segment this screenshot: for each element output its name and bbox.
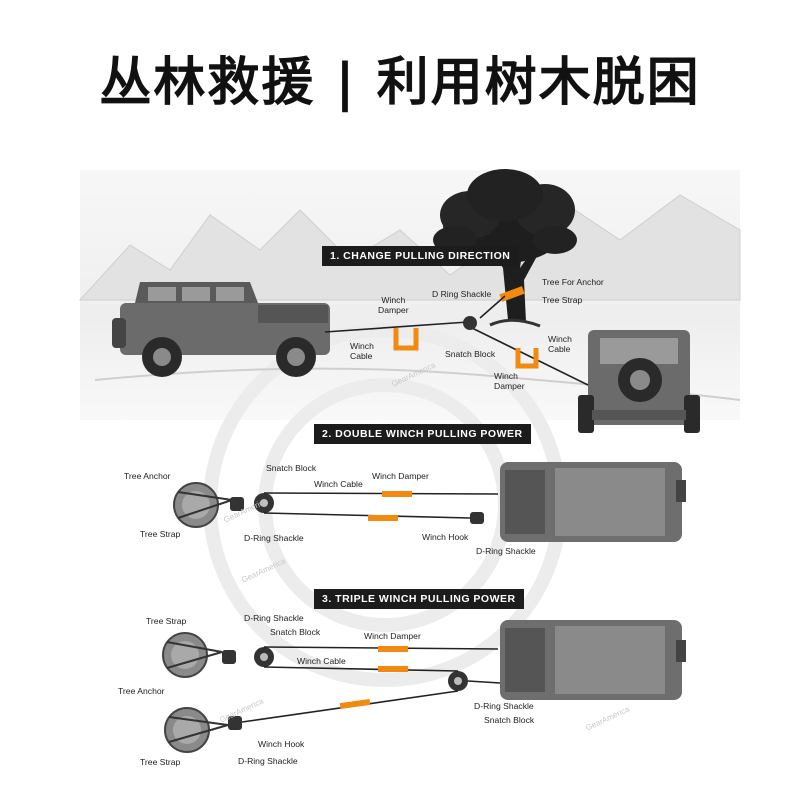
label-d-ring-shackle-right: D-Ring Shackle: [476, 546, 536, 556]
section3-tree-bottom: [164, 707, 229, 753]
label-d-ring-shackle-right: D-Ring Shackle: [474, 701, 534, 711]
label-winch-cable-right: Winch Cable: [548, 334, 572, 354]
snatch-block-1: [463, 316, 477, 330]
section2-jeep-top-view: [500, 462, 686, 542]
label-d-ring-shackle-top: D-Ring Shackle: [244, 613, 304, 623]
label-winch-damper-right: Winch Damper: [494, 371, 525, 391]
label-tree-strap-bottom: Tree Strap: [140, 757, 181, 767]
label-winch-damper: Winch Damper: [364, 631, 421, 641]
label-snatch-block-top: Snatch Block: [270, 627, 321, 637]
winch-damper-2: [515, 348, 539, 369]
label-winch-cable: Winch Cable: [314, 479, 363, 489]
label-tree-strap: Tree Strap: [542, 295, 583, 305]
section3-jeep-top-view: [500, 620, 686, 700]
label-snatch-block: Snatch Block: [445, 349, 496, 359]
section1-cables: [324, 295, 589, 386]
section2-cables: [263, 492, 499, 519]
section2-damper-bottom: [368, 515, 398, 521]
section3-damper-3: [339, 698, 371, 710]
section3-damper-1: [378, 646, 408, 652]
label-tree-strap: Tree Strap: [140, 529, 181, 539]
label-tree-strap-top: Tree Strap: [146, 616, 187, 626]
section-2-label: 2. DOUBLE WINCH PULLING POWER: [314, 424, 531, 444]
section3-shackle-bottom: [228, 716, 242, 730]
label-winch-damper: Winch Damper: [378, 295, 409, 315]
label-tree-for-anchor: Tree For Anchor: [542, 277, 604, 287]
label-winch-hook: Winch Hook: [422, 532, 469, 542]
page-title: 丛林救援 | 利用树木脱困: [99, 53, 701, 113]
tree-strap-orange: [499, 286, 525, 302]
label-winch-cable: Winch Cable: [350, 341, 374, 361]
label-d-ring-shackle-bottom: D-Ring Shackle: [238, 756, 298, 766]
label-tree-anchor: Tree Anchor: [118, 686, 165, 696]
jeep-side-view: [112, 282, 330, 377]
jeep-rear-view: [578, 330, 700, 433]
section3-damper-2: [378, 666, 408, 672]
section3-tree-top: [162, 632, 223, 678]
label-snatch-block-bottom: Snatch Block: [484, 715, 535, 725]
section2-tree-anchor: [173, 482, 233, 528]
section-3-label: 3. TRIPLE WINCH PULLING POWER: [314, 589, 524, 609]
section-1-label: 1. CHANGE PULLING DIRECTION: [322, 246, 519, 266]
label-tree-anchor: Tree Anchor: [124, 471, 171, 481]
winch-damper-1: [393, 328, 419, 351]
label-winch-hook: Winch Hook: [258, 739, 305, 749]
label-winch-damper: Winch Damper: [372, 471, 429, 481]
section3-shackle-top: [222, 650, 236, 664]
section2-shackle: [230, 497, 244, 511]
section2-damper-top: [382, 491, 412, 497]
label-d-ring-shackle: D Ring Shackle: [432, 289, 492, 299]
label-snatch-block: Snatch Block: [266, 463, 317, 473]
label-winch-cable: Winch Cable: [297, 656, 346, 666]
label-d-ring-shackle: D-Ring Shackle: [244, 533, 304, 543]
section2-hook: [470, 512, 484, 524]
